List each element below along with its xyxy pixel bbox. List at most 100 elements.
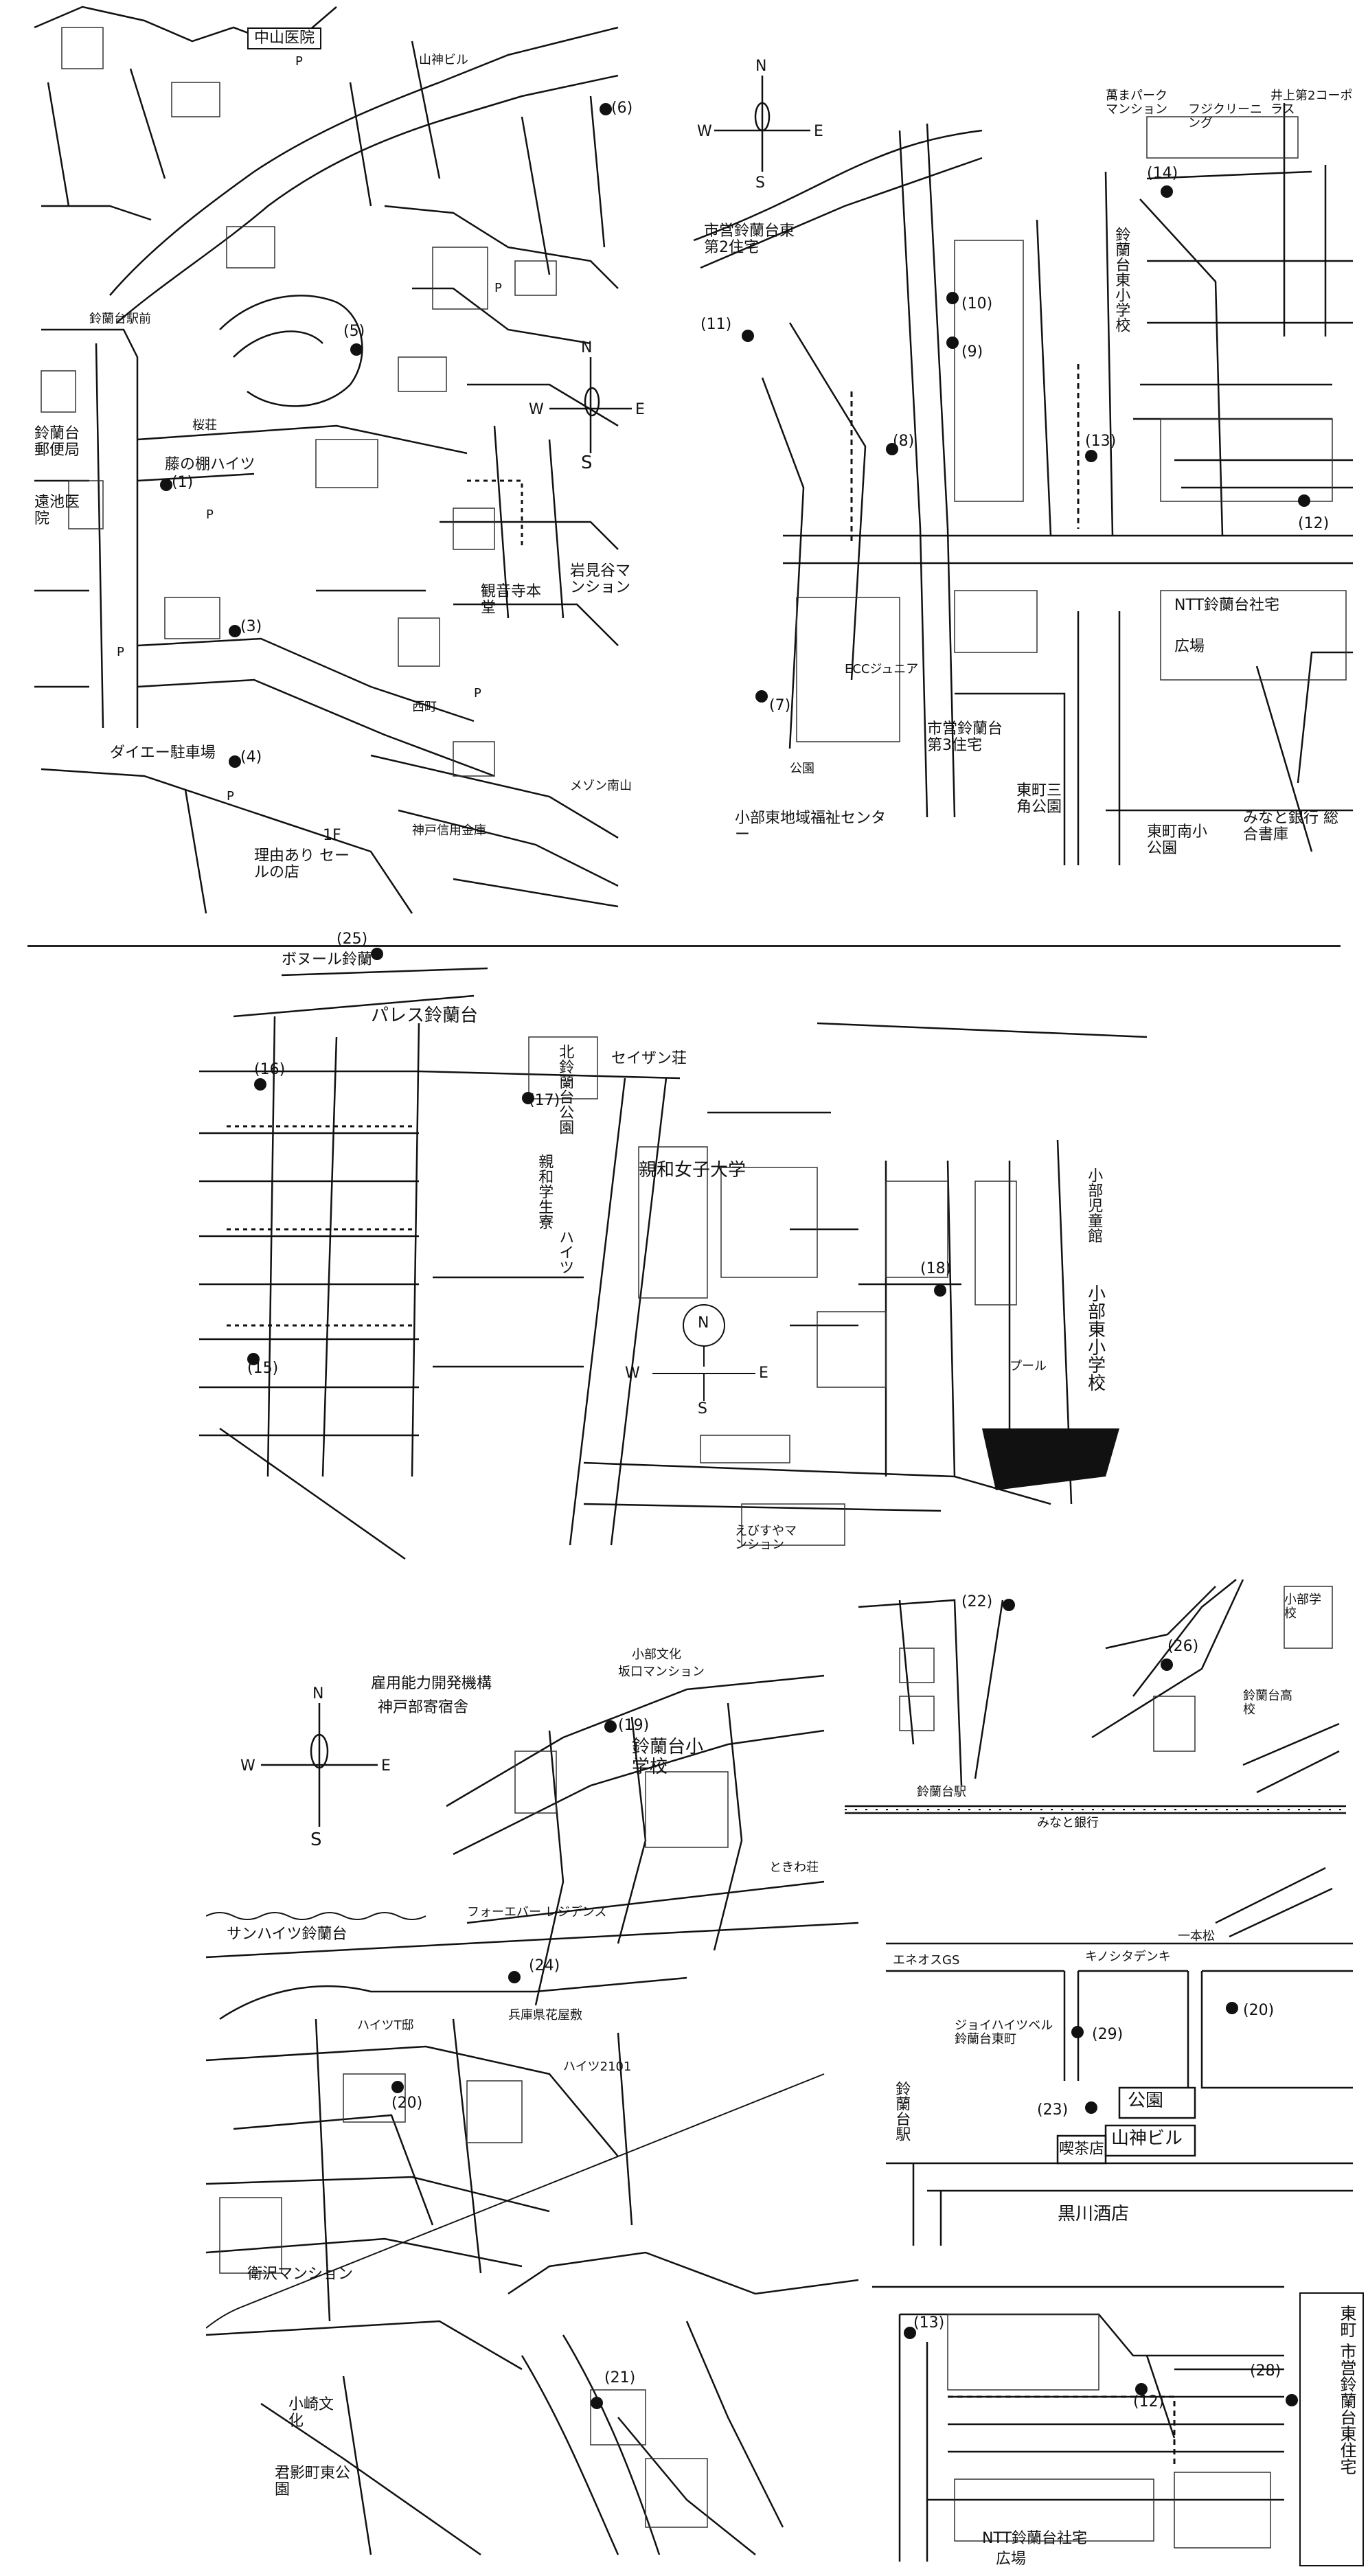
label-rinyu-sale: 理由あり セールの店 xyxy=(254,847,350,882)
label-ecc-junior: ECCジュニア xyxy=(845,662,919,676)
parking-p1: P xyxy=(295,54,303,69)
label-yamagami-bldg: 山神ビル xyxy=(419,53,468,67)
location-dot-5 xyxy=(350,343,363,356)
label-eneos-gs: エネオスGS xyxy=(893,1953,960,1968)
label-fujinotana-heights: 藤の棚ハイツ xyxy=(165,456,255,473)
compass-north: N xyxy=(312,1685,324,1702)
label-ebisuya-mansion: えびすやマンション xyxy=(735,1524,797,1552)
label-shiei-2: 市営鈴蘭台東第2住宅 xyxy=(704,223,795,257)
location-dot-13 xyxy=(1085,450,1097,462)
label-ntt-company-housing: NTT鈴蘭台社宅 xyxy=(1174,597,1279,614)
label-kobe-shinkin: 神戸信用金庫 xyxy=(412,823,486,838)
marker-20: (20) xyxy=(1243,2002,1275,2019)
location-dot-10 xyxy=(946,292,959,304)
marker-17: (17) xyxy=(529,1092,560,1109)
location-dot-23 xyxy=(1085,2101,1097,2114)
label-pool: プール xyxy=(1010,1359,1047,1374)
marker-22: (22) xyxy=(961,1593,993,1610)
label-joy-heights-bell: ジョイハイツベル 鈴蘭台東町 xyxy=(955,2018,1053,2047)
map-7-roads xyxy=(872,2286,1284,2562)
label-higashi-elementary: 鈴蘭台東小学校 xyxy=(1113,227,1130,332)
label-shinwa-university: 親和女子大学 xyxy=(639,1160,746,1181)
location-dot-21 xyxy=(591,2397,603,2409)
label-park: 公園 xyxy=(1128,2090,1164,2111)
map-4-kitamachi-area: 雇用能力開発機構 神戸部寄宿舎 坂口マンション 鈴蘭台小学校 小部文化 サンハイ… xyxy=(206,1634,858,2562)
label-kimikage-park: 君影町東公園 xyxy=(275,2465,351,2499)
location-dot-25 xyxy=(371,948,383,960)
location-dot-24 xyxy=(508,1971,521,1983)
label-suzurandai-station: 鈴蘭台駅 xyxy=(893,2081,911,2141)
label-nakayama-hospital: 中山医院 xyxy=(247,27,322,50)
label-eisawa-mansion: 衛沢マンション xyxy=(247,2266,354,2283)
label-endo-clinic: 遠池医院 xyxy=(34,494,80,528)
parking-p6: P xyxy=(474,686,481,700)
label-sanpark-mansion: 萬まパーク マンション xyxy=(1106,89,1167,117)
location-dot-20 xyxy=(1226,2002,1238,2014)
map-2-higashimachi-area: 市営鈴蘭台東第2住宅 井上第2コーポラス フジクリーニング 萬まパーク マンショ… xyxy=(694,58,1353,886)
marker-10: (10) xyxy=(961,295,993,312)
label-seizan-so: セイザン荘 xyxy=(611,1050,687,1067)
label-koyo-noryoku: 雇用能力開発機構 xyxy=(371,1675,492,1692)
label-hiroba: 広場 xyxy=(996,2551,1027,2568)
label-mezon-minamiyama: メゾン南山 xyxy=(570,779,632,793)
label-park: 公園 xyxy=(790,762,814,776)
compass-east: E xyxy=(381,1757,391,1775)
location-dot-8 xyxy=(886,443,898,455)
location-dot-7 xyxy=(755,690,768,703)
label-kinoshita-denki: キノシタデンキ xyxy=(1085,1950,1171,1964)
label-kurokawa-liquor: 黒川酒店 xyxy=(1058,2204,1130,2224)
map-5-roads xyxy=(845,1579,1346,1814)
marker-23: (23) xyxy=(1037,2101,1069,2119)
compass-west: W xyxy=(240,1757,255,1775)
label-higashimachi-triangle-park: 東町三角公園 xyxy=(1016,782,1062,817)
location-dot-18 xyxy=(934,1284,946,1297)
map-4-wavy-cut xyxy=(206,1912,825,2329)
page-divider xyxy=(27,945,1341,947)
map-1-roads xyxy=(34,5,632,914)
compass-south: S xyxy=(698,1400,707,1417)
location-dot-22 xyxy=(1003,1599,1015,1611)
location-dot-19 xyxy=(604,1720,617,1733)
label-inoue-corporas: 井上第2コーポラス xyxy=(1270,89,1353,117)
label-kosaki-bunka: 小崎文化 xyxy=(288,2396,334,2430)
marker-7: (7) xyxy=(769,697,791,714)
location-dot-1 xyxy=(160,479,172,491)
marker-13: (13) xyxy=(913,2314,945,2332)
marker-25: (25) xyxy=(337,931,368,948)
label-palace-suzurandai: パレス鈴蘭台 xyxy=(371,1005,479,1026)
marker-26: (26) xyxy=(1167,1638,1199,1655)
location-dot-17 xyxy=(522,1092,534,1104)
label-coffee-shop: 喫茶店 xyxy=(1059,2141,1105,2158)
map-3-shinwa-university-area: ボヌール鈴蘭 パレス鈴蘭台 セイザン荘 北鈴蘭台公園 親和女子大学 親和学生寮 … xyxy=(199,931,1154,1566)
marker-4: (4) xyxy=(240,749,262,766)
map-3-balloon-compass xyxy=(652,1304,755,1401)
parking-p3: P xyxy=(206,508,214,522)
marker-28: (28) xyxy=(1250,2362,1281,2380)
label-shiei-3: 市営鈴蘭台第3住宅 xyxy=(927,720,1003,755)
compass-south: S xyxy=(581,453,593,473)
label-sunheights-suzurandai: サンハイツ鈴蘭台 xyxy=(227,1926,347,1943)
map-7-ntt-housing-inset: NTT鈴蘭台社宅 広場 (12) (13) (28) xyxy=(872,2273,1284,2568)
label-suzurandai-highschool: 鈴蘭台高校 xyxy=(1243,1689,1292,1717)
marker-21: (21) xyxy=(604,2369,636,2386)
label-ntt-company-housing: NTT鈴蘭台社宅 xyxy=(982,2530,1087,2547)
label-suzurandai-station-front: 鈴蘭台駅前 xyxy=(89,312,151,326)
location-dot-29 xyxy=(1071,2026,1084,2038)
marker-5: (5) xyxy=(343,323,365,340)
label-minato-bank: みなと銀行 xyxy=(1037,1816,1099,1830)
location-dot-11 xyxy=(742,330,754,342)
compass-south: S xyxy=(755,174,765,192)
label-forever-residence: フォーエバー レジデンス xyxy=(467,1905,607,1919)
label-kita-elementary: 鈴蘭台小学校 xyxy=(632,1737,704,1777)
location-dot-15 xyxy=(247,1353,260,1365)
map-3-roads xyxy=(199,967,1148,1560)
label-tokiwa-so: ときわ荘 xyxy=(769,1860,819,1875)
label-floor-1f: 1F xyxy=(323,827,341,844)
label-kannonji: 観音寺本堂 xyxy=(481,583,542,617)
marker-1: (1) xyxy=(172,474,194,491)
compass-east: E xyxy=(635,401,645,418)
marker-18: (18) xyxy=(920,1260,952,1277)
label-ipponmatsu: 一本松 xyxy=(1178,1929,1215,1944)
label-daiei-parking: ダイエー駐車場 xyxy=(110,744,216,762)
map-2-compass xyxy=(714,76,810,172)
